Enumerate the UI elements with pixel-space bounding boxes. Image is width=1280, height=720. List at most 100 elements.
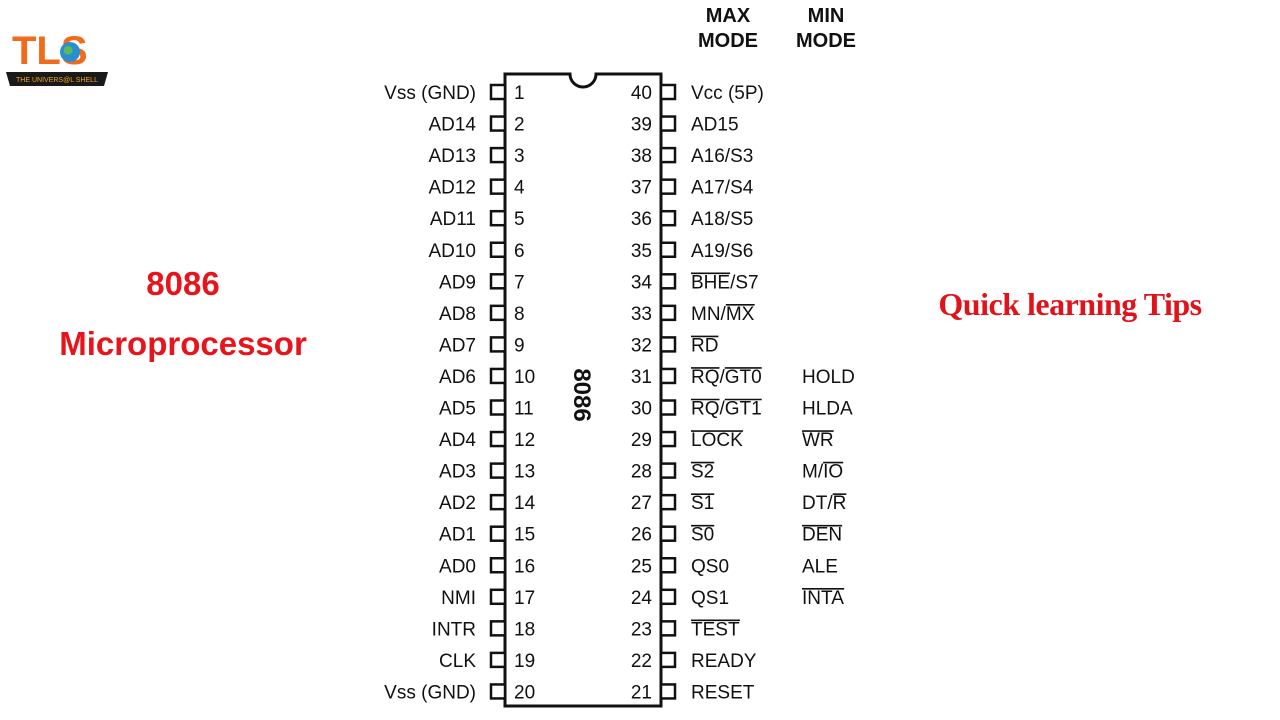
pin-pad: [659, 336, 677, 353]
max-mode-label: S1: [691, 493, 714, 514]
max-mode-label: S2: [691, 462, 714, 483]
active-low-signal: S2: [691, 462, 714, 483]
pin-number: 10: [514, 367, 535, 388]
signal-text: AD15: [691, 115, 739, 136]
pin-number: 36: [631, 209, 652, 230]
pin-pad: [489, 683, 507, 700]
pin-9: 9 AD7: [439, 335, 525, 356]
pin-pad: [659, 209, 677, 227]
active-low-signal: BHE: [691, 272, 730, 293]
pin-number: 1: [514, 83, 525, 104]
max-mode-label: BHE/S7: [691, 272, 759, 293]
max-mode-label: RESET: [691, 682, 755, 703]
pin-21: 21 RESET: [631, 682, 755, 703]
active-low-signal: S1: [691, 493, 714, 514]
pin-pad: [659, 146, 677, 164]
max-mode-label: QS0: [691, 556, 729, 577]
max-mode-label: TEST: [691, 619, 740, 640]
pin-label: AD13: [428, 146, 476, 167]
pin-pad: [659, 651, 677, 669]
pin-number: 34: [631, 272, 653, 293]
signal-text: A17/S4: [691, 178, 754, 199]
active-low-signal: RQ: [691, 399, 720, 420]
active-low-signal: DEN: [802, 525, 842, 546]
pin-number: 13: [514, 462, 535, 483]
active-low-signal: RQ: [691, 367, 720, 388]
pin-pad: [659, 683, 677, 700]
signal-text: QS0: [691, 556, 729, 577]
pin-label: AD8: [439, 304, 476, 325]
max-mode-label: A19/S6: [691, 241, 753, 262]
pin-label: AD2: [439, 493, 476, 514]
pin-number: 24: [631, 588, 653, 609]
active-low-signal: RD: [691, 335, 718, 356]
pin-pad: [489, 588, 507, 606]
signal-text: /S7: [730, 272, 759, 293]
max-mode-label: RD: [691, 335, 718, 356]
pin-pad: [489, 146, 507, 164]
chip-name-label: 8086: [568, 368, 595, 421]
pin-number: 21: [631, 682, 652, 703]
signal-text: HLDA: [802, 399, 853, 420]
pin-pad: [489, 83, 507, 101]
pin-label: AD1: [439, 525, 476, 546]
pin-number: 33: [631, 304, 652, 325]
active-low-signal: MX: [726, 304, 755, 325]
pin-number: 9: [514, 335, 525, 356]
pin-label: CLK: [439, 651, 476, 672]
signal-text: HOLD: [802, 367, 855, 388]
logo: TLS THE UNIVERS@L SHELL: [4, 26, 110, 88]
pin-label: AD3: [439, 462, 476, 483]
max-mode-label: AD15: [691, 115, 739, 136]
quick-learning-tips: Quick learning Tips: [938, 286, 1202, 322]
pin-number: 16: [514, 556, 535, 577]
pin-pad: [659, 430, 677, 448]
pin-pad: [659, 588, 677, 606]
pin-pad: [489, 209, 507, 227]
pin-pad: [659, 115, 677, 132]
active-low-signal: GT1: [725, 399, 762, 420]
max-mode-label: A17/S4: [691, 178, 754, 199]
title-line-1: 8086: [146, 265, 220, 302]
active-low-signal: R: [833, 493, 847, 514]
chip-body: [503, 72, 663, 708]
min-mode-label: HLDA: [802, 399, 853, 420]
pin-label: AD5: [439, 399, 476, 420]
signal-text: /: [720, 399, 726, 420]
title-line-2: Microprocessor: [59, 325, 307, 362]
active-low-signal: TEST: [691, 619, 740, 640]
pin-number: 11: [514, 399, 534, 420]
pin-34: 34 BHE/S7: [631, 272, 759, 293]
pin-pad: [659, 367, 677, 385]
min-mode-line-2: MODE: [796, 30, 856, 52]
pin-number: 20: [514, 682, 535, 703]
pin-number: 4: [514, 178, 525, 199]
signal-text: A16/S3: [691, 146, 753, 167]
pin-11: 11 AD5: [439, 399, 534, 420]
active-low-signal: IO: [823, 462, 843, 483]
pin-number: 26: [631, 525, 652, 546]
pin-pad: [659, 83, 677, 101]
pin-label: AD12: [428, 178, 476, 199]
pin-label: AD9: [439, 272, 476, 293]
pin-pad: [489, 462, 507, 479]
pin-number: 12: [514, 430, 535, 451]
pin-4: 4 AD12: [428, 178, 525, 199]
pin-pad: [489, 430, 507, 448]
pin-label: AD7: [439, 335, 476, 356]
pin-pad: [489, 178, 507, 195]
